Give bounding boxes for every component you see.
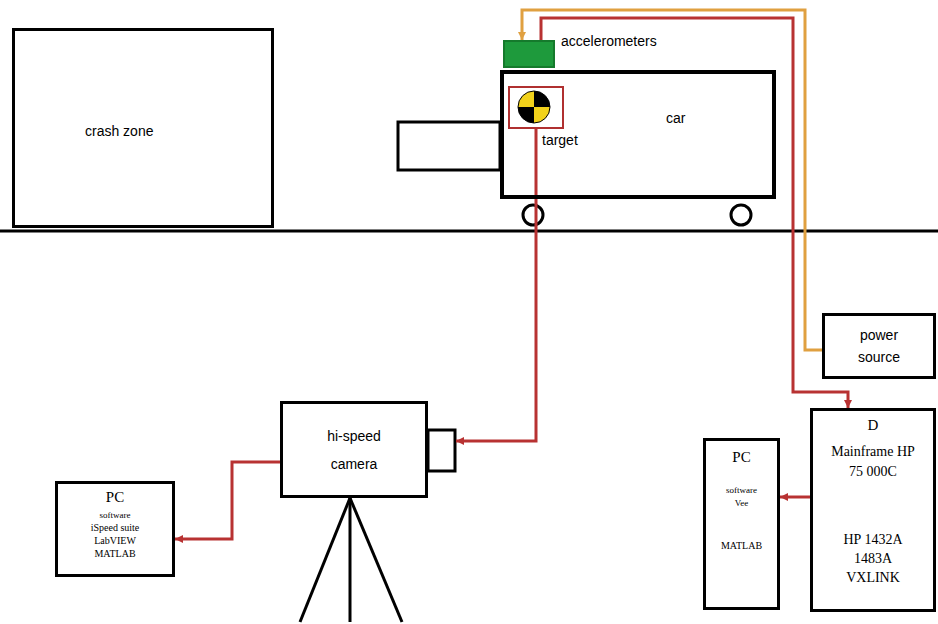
car-body: car target bbox=[500, 70, 776, 199]
node-label: hi-speed camera bbox=[318, 422, 390, 478]
signal-wire bbox=[456, 129, 536, 441]
camera-box: hi-speed camera bbox=[280, 401, 428, 498]
node-label: car bbox=[666, 110, 685, 126]
signal-wire bbox=[541, 18, 848, 408]
node-label: software Vee bbox=[720, 484, 764, 510]
car-wheel bbox=[523, 205, 543, 225]
node-label: Mainframe HP 75 000C bbox=[824, 442, 922, 482]
zone-box: crash zone bbox=[12, 28, 274, 228]
car-bumper bbox=[398, 122, 500, 170]
tripod-leg bbox=[300, 498, 350, 622]
sensor-box: accelerometers bbox=[503, 40, 555, 68]
target-symbol bbox=[510, 88, 562, 127]
pc-box: PC softwareiSpeed suite LabVIEW MATLAB bbox=[55, 481, 175, 577]
node-label: target bbox=[542, 132, 578, 148]
car-wheel bbox=[731, 205, 751, 225]
node-label: PC bbox=[732, 449, 750, 466]
signal-wire bbox=[522, 10, 822, 350]
target-box: target bbox=[508, 86, 564, 129]
node-label: D bbox=[868, 417, 879, 434]
node-label: iSpeed suite LabVIEW MATLAB bbox=[79, 521, 151, 560]
node-label: software bbox=[100, 510, 131, 520]
signal-wire bbox=[175, 462, 280, 539]
node-label: crash zone bbox=[85, 123, 153, 139]
tripod-leg bbox=[350, 498, 402, 622]
node-label: power source bbox=[848, 324, 910, 368]
ground-line bbox=[0, 230, 938, 233]
node-label: HP 1432A 1483A VXLINK bbox=[837, 530, 909, 587]
power-box: power source bbox=[822, 313, 936, 379]
tripod-leg bbox=[349, 498, 352, 622]
node-label: MATLAB bbox=[721, 540, 762, 551]
target-ring bbox=[518, 91, 550, 123]
node-label: accelerometers bbox=[561, 33, 657, 49]
pc-box: PC software VeeMATLAB bbox=[703, 438, 780, 610]
mainframe-box: D Mainframe HP 75 000C HP 1432A 1483A VXLI… bbox=[810, 408, 936, 612]
node-label: PC bbox=[106, 489, 124, 506]
signal-wire bbox=[780, 496, 810, 499]
camera-lens bbox=[428, 430, 455, 471]
